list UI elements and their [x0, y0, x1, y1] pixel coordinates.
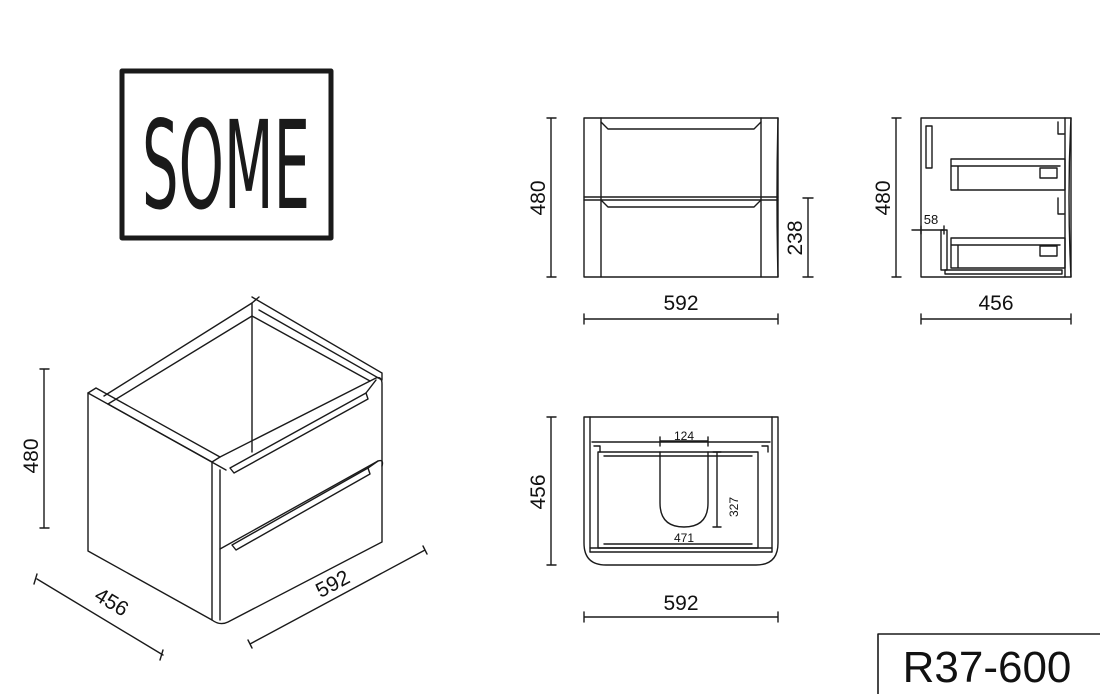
- iso-width-label: 592: [312, 566, 354, 603]
- top-cutout-width-dim-line: [659, 436, 709, 447]
- side-depth-dim-line: [920, 313, 1072, 325]
- top-siphon-cutout: [659, 451, 709, 528]
- top-cutout-width-label: 124: [674, 429, 694, 443]
- front-view: 480 238 592: [527, 117, 814, 325]
- model-code: R37-600: [903, 643, 1072, 692]
- iso-handle-bottom-groove: [367, 460, 379, 469]
- iso-back-panel: [103, 302, 253, 453]
- side-bottom-drawer-box: [950, 237, 1066, 269]
- top-drawer-inner-lines: [603, 455, 753, 545]
- logo-frame: [119, 68, 334, 241]
- side-view: 480 58 456: [872, 117, 1072, 325]
- side-height-dim-line: [891, 117, 902, 278]
- iso-inner-front-edge: [107, 403, 227, 471]
- front-height-label: 480: [527, 180, 550, 215]
- top-width-dim-line: [583, 611, 779, 623]
- iso-right-panel-top: [251, 296, 383, 381]
- front-right-curve: [776, 117, 779, 278]
- brand-logo: SOME: [119, 68, 334, 241]
- logo-text: SOME: [142, 95, 310, 237]
- iso-top-drawer-handle: [229, 392, 369, 474]
- iso-left-panel-top-edge: [87, 387, 221, 458]
- front-width-label: 592: [663, 292, 698, 315]
- top-width-label: 592: [663, 592, 698, 615]
- top-side-walls: [589, 416, 773, 553]
- top-depth-dim-line: [546, 416, 557, 566]
- front-drawer-split: [583, 196, 779, 201]
- side-bottom-drawer-slot: [1039, 245, 1058, 257]
- side-offset-dim-line: [911, 225, 945, 235]
- iso-inner-opening: [107, 315, 371, 405]
- top-cabinet-outline: [583, 416, 779, 566]
- side-top-drawer-slot: [1039, 167, 1058, 179]
- side-front-curve: [1068, 117, 1072, 278]
- iso-handle-top-groove: [365, 379, 377, 394]
- front-bottom-drawer-handle: [600, 199, 762, 208]
- top-front-lines: [589, 547, 773, 553]
- side-back-rail-top: [925, 125, 933, 169]
- iso-width-dim-line: [247, 545, 428, 649]
- iso-front-fascia: [211, 376, 383, 625]
- title-block-frame: [877, 633, 1100, 694]
- iso-height-label: 480: [20, 438, 43, 473]
- front-drawer-height-label: 238: [784, 220, 807, 255]
- top-cutout-depth-dim-line: [712, 451, 722, 528]
- iso-depth-dim-line: [33, 573, 164, 661]
- side-back-rail-bottom: [940, 229, 948, 271]
- top-corner-brackets: [593, 445, 769, 453]
- isometric-view: 480 456 592: [20, 296, 428, 661]
- top-inner-width-label: 471: [674, 531, 694, 545]
- top-depth-label: 456: [527, 474, 550, 509]
- front-width-dim-line: [583, 313, 779, 325]
- side-offset-label: 58: [924, 212, 938, 227]
- side-height-label: 480: [872, 180, 895, 215]
- side-top-drawer-box: [950, 158, 1066, 191]
- title-block: R37-600: [877, 633, 1100, 694]
- iso-height-dim-line: [39, 368, 50, 529]
- side-bottom-rail: [944, 269, 1063, 275]
- front-drawer-height-dim-line: [802, 197, 814, 278]
- iso-back-corner: [251, 296, 260, 304]
- front-top-drawer-handle: [600, 121, 762, 130]
- side-cabinet-outline: [920, 117, 1072, 278]
- front-height-dim-line: [546, 117, 557, 278]
- top-cutout-depth-label: 327: [727, 497, 741, 517]
- side-depth-label: 456: [978, 292, 1013, 315]
- side-hinge-hardware: [1057, 121, 1065, 215]
- iso-bottom-drawer-handle: [231, 467, 371, 551]
- top-view: 124 327 471 456 592: [527, 416, 779, 623]
